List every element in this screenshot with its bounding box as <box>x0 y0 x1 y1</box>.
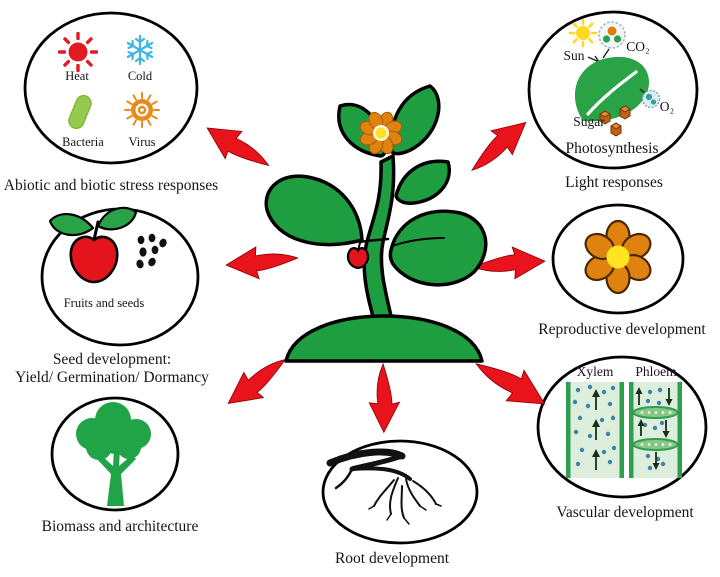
arrow-to-root <box>368 362 401 434</box>
arrow-to-vascular <box>475 363 546 405</box>
sugar-cubes-icon <box>599 105 631 137</box>
co2-molecule-icon <box>598 21 626 49</box>
heat-sun-icon <box>58 32 98 72</box>
root-node-label: Root development <box>334 550 450 567</box>
plant-left-leaf <box>264 174 364 247</box>
plant-top-right-leaf <box>389 84 441 156</box>
phloem-column-icon <box>629 382 682 478</box>
photosynthesis-label: Photosynthesis <box>565 140 659 157</box>
plant-flower <box>359 111 403 155</box>
sieve-plates <box>632 406 679 451</box>
co2-label: CO₂ <box>626 39 650 54</box>
plant-mid-right-leaf <box>394 159 451 205</box>
plant-right-leaf <box>388 209 488 287</box>
light-node-label: Light responses <box>565 174 663 191</box>
stress-circle-outline <box>23 11 199 165</box>
fruits-seeds-caption: Fruits and seeds <box>63 296 145 310</box>
snowflake-icon <box>126 34 154 66</box>
virus-label: Virus <box>128 135 156 149</box>
root-icon <box>326 448 442 525</box>
biomass-node-label: Biomass and architecture <box>41 518 199 535</box>
stress-node-label: Abiotic and biotic stress responses <box>3 177 219 194</box>
central-plant-illustration <box>264 84 488 363</box>
seed-node-label-line2: Yield/ Germination/ Dormancy <box>15 369 209 386</box>
plant-soil-mound <box>284 314 484 363</box>
xylem-label: Xylem <box>576 364 614 379</box>
heat-label: Heat <box>65 69 89 83</box>
apple-icon <box>48 206 138 284</box>
arrow-to-biomass <box>227 358 287 405</box>
arrow-to-repro <box>472 246 546 280</box>
plant-stem <box>362 154 396 322</box>
co2-to-leaf-connector <box>602 48 610 59</box>
sugar-label: Sugar <box>573 114 605 129</box>
plant-leaf-petiole <box>391 237 445 247</box>
plant-fruit <box>346 247 370 270</box>
bacteria-label: Bacteria <box>62 135 104 149</box>
leaf-icon <box>574 56 650 122</box>
sun-label: Sun <box>563 48 585 63</box>
o2-molecule-icon <box>641 89 661 109</box>
virus-icon <box>124 92 160 128</box>
bacterium-icon <box>68 94 92 130</box>
flower-icon <box>584 219 652 295</box>
repro-node-label: Reproductive development <box>538 321 706 338</box>
radiating-arrows <box>206 121 546 434</box>
seed-node-label-line1: Seed development: <box>52 351 172 368</box>
xylem-column-icon <box>566 382 624 478</box>
sun-icon <box>568 18 598 48</box>
o2-label: O₂ <box>659 99 675 114</box>
phloem-label: Phloem <box>635 364 677 379</box>
vascular-node-label: Vascular development <box>556 504 694 521</box>
cold-label: Cold <box>127 69 153 83</box>
plant-fruit-branch <box>358 237 390 244</box>
arrow-to-stress <box>206 127 270 167</box>
tree-icon <box>76 402 151 506</box>
arrow-to-seed <box>225 246 299 280</box>
seeds-icon <box>136 233 167 269</box>
arrow-to-light <box>471 121 527 171</box>
